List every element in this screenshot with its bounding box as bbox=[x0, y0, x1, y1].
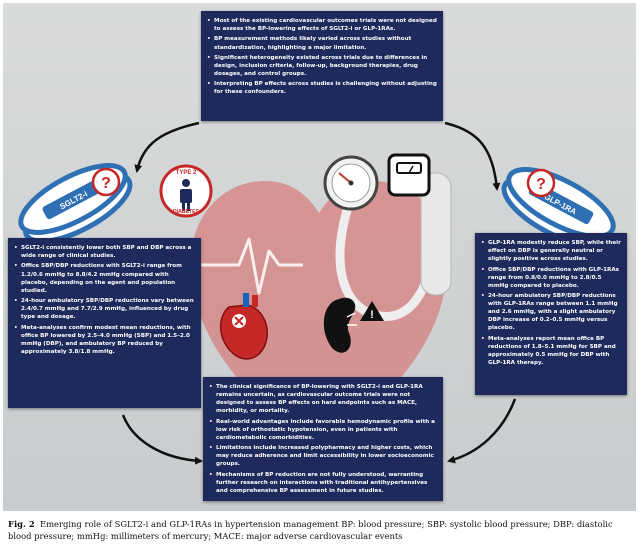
figure-caption: Fig. 2 Emerging role of SGLT2-i and GLP-… bbox=[8, 518, 630, 542]
limitations-box: Most of the existing cardiovascular outc… bbox=[201, 11, 443, 121]
type2-label: TYPE 2 bbox=[176, 170, 197, 176]
warning-icon bbox=[360, 301, 384, 321]
limitations-list: Most of the existing cardiovascular outc… bbox=[201, 17, 443, 97]
glp1-effects-box: GLP-1RA modestly reduce SBP, while their… bbox=[475, 233, 627, 395]
anatomical-heart-icon bbox=[220, 293, 268, 360]
list-item: Significant heterogeneity existed across… bbox=[207, 54, 437, 78]
question-mark-left: ? bbox=[101, 175, 111, 192]
kidney-icon bbox=[323, 297, 357, 353]
list-item: Interpreting BP effects across studies i… bbox=[207, 80, 437, 96]
sglt2-effects-box: SGLT2-i consistently lower both SBP and … bbox=[8, 238, 201, 408]
list-item: SGLT2-i consistently lower both SBP and … bbox=[14, 244, 195, 260]
sglt2-effects-list: SGLT2-i consistently lower both SBP and … bbox=[8, 244, 201, 356]
list-item: Most of the existing cardiovascular outc… bbox=[207, 17, 437, 33]
caption-prefix: Fig. 2 bbox=[8, 519, 35, 529]
arrow-top-right bbox=[444, 121, 501, 191]
clinical-significance-box: The clinical significance of BP-lowering… bbox=[203, 377, 443, 501]
arrow-top-left bbox=[134, 121, 200, 173]
question-circle-left bbox=[91, 167, 121, 197]
list-item: Meta-analyses report mean office BP redu… bbox=[481, 335, 621, 367]
diabetes-label: DIABETES bbox=[173, 209, 200, 215]
bp-cuff bbox=[420, 172, 452, 296]
list-item: Office SBP/DBP reductions with GLP-1RAs … bbox=[481, 266, 621, 290]
warning-symbol: ! bbox=[370, 309, 374, 321]
list-item: Real-world advantages include favorable … bbox=[209, 418, 437, 442]
bp-gauge-icon bbox=[323, 155, 379, 211]
ecg-line bbox=[199, 237, 303, 295]
list-item: Limitations include increased polypharma… bbox=[209, 444, 437, 468]
list-item: GLP-1RA modestly reduce SBP, while their… bbox=[481, 239, 621, 263]
arrow-right-bottom bbox=[447, 398, 517, 464]
list-item: 24-hour ambulatory SBP/DBP reductions va… bbox=[14, 297, 195, 321]
list-item: Meta-analyses confirm modest mean reduct… bbox=[14, 324, 195, 356]
list-item: 24-hour ambulatory SBP/DBP reductions wi… bbox=[481, 292, 621, 333]
list-item: Office SBP/DBP reductions with SGLT2-i r… bbox=[14, 262, 195, 294]
question-mark-right: ? bbox=[536, 176, 546, 193]
list-item: The clinical significance of BP-lowering… bbox=[209, 383, 437, 415]
infographic-panel: ! TYPE 2 DIABETES SGLT2-i ? bbox=[3, 3, 636, 511]
arrow-left-bottom bbox=[121, 414, 203, 465]
list-item: BP measurement methods likely varied acr… bbox=[207, 35, 437, 51]
type2-diabetes-badge bbox=[159, 164, 213, 218]
question-circle-right bbox=[526, 168, 556, 198]
clinical-significance-list: The clinical significance of BP-lowering… bbox=[203, 383, 443, 495]
weight-scale-icon bbox=[387, 153, 431, 197]
caption-text: Emerging role of SGLT2-i and GLP-1RAs in… bbox=[8, 519, 613, 541]
glp1-effects-list: GLP-1RA modestly reduce SBP, while their… bbox=[475, 239, 627, 367]
list-item: Mechanisms of BP reduction are not fully… bbox=[209, 471, 437, 495]
